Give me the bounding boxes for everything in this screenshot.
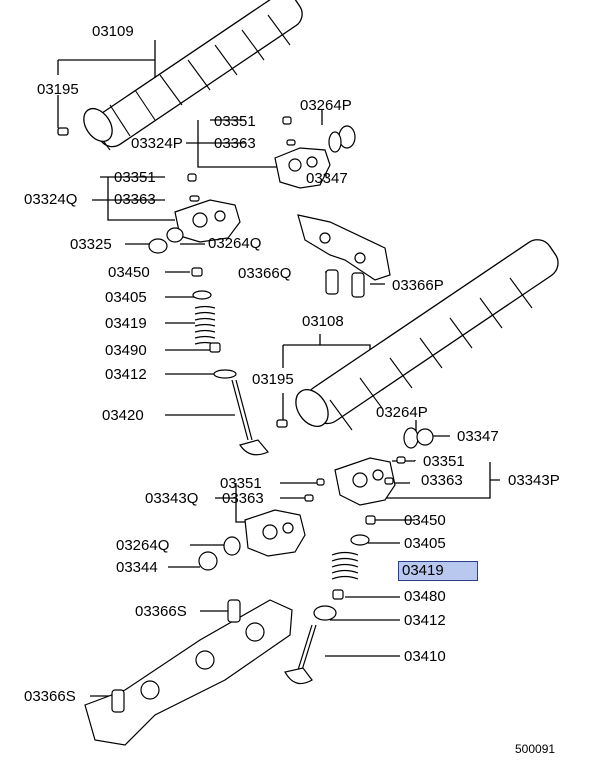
part-label-03343q[interactable]: 03343Q (145, 490, 199, 507)
part-label-03412[interactable]: 03412 (404, 612, 446, 629)
part-label-03363[interactable]: 03363 (114, 191, 156, 208)
part-label-03420[interactable]: 03420 (102, 407, 144, 424)
part-label-03351[interactable]: 03351 (423, 453, 465, 470)
part-label-03419[interactable]: 03419 (105, 315, 147, 332)
part-label-03264q[interactable]: 03264Q (208, 235, 262, 252)
part-label-03108[interactable]: 03108 (302, 313, 344, 330)
part-label-03264p[interactable]: 03264P (300, 97, 352, 114)
part-label-03343p[interactable]: 03343P (508, 472, 560, 489)
part-label-03264p[interactable]: 03264P (376, 404, 428, 421)
part-label-03366s[interactable]: 03366S (24, 688, 76, 705)
part-label-03347[interactable]: 03347 (306, 170, 348, 187)
part-label-03324p[interactable]: 03324P (131, 135, 183, 152)
part-label-03363[interactable]: 03363 (222, 490, 264, 507)
part-label-03324q[interactable]: 03324Q (24, 191, 78, 208)
part-label-03351[interactable]: 03351 (114, 169, 156, 186)
part-label-03363[interactable]: 03363 (421, 472, 463, 489)
part-label-03109[interactable]: 03109 (92, 23, 134, 40)
part-label-03405[interactable]: 03405 (404, 535, 446, 552)
part-label-03366p[interactable]: 03366P (392, 277, 444, 294)
part-label-03325[interactable]: 03325 (70, 236, 112, 253)
part-label-03405[interactable]: 03405 (105, 289, 147, 306)
part-label-03344[interactable]: 03344 (116, 559, 158, 576)
part-label-03351[interactable]: 03351 (214, 113, 256, 130)
part-label-03264q[interactable]: 03264Q (116, 537, 170, 554)
figure-number: 500091 (515, 742, 556, 756)
part-label-03412[interactable]: 03412 (105, 366, 147, 383)
part-label-03351[interactable]: 03351 (220, 475, 262, 492)
part-label-03450[interactable]: 03450 (404, 512, 446, 529)
part-label-03347[interactable]: 03347 (457, 428, 499, 445)
part-label-03195[interactable]: 03195 (252, 371, 294, 388)
part-label-03480[interactable]: 03480 (404, 588, 446, 605)
part-label-03490[interactable]: 03490 (105, 342, 147, 359)
part-label-03366q[interactable]: 03366Q (238, 265, 292, 282)
part-label-03410[interactable]: 03410 (404, 648, 446, 665)
part-label-03195[interactable]: 03195 (37, 81, 79, 98)
part-label-03450[interactable]: 03450 (108, 264, 150, 281)
part-label-03363[interactable]: 03363 (214, 135, 256, 152)
part-label-03366s[interactable]: 03366S (135, 603, 187, 620)
part-label-03419-highlighted[interactable]: 03419 (398, 561, 478, 581)
